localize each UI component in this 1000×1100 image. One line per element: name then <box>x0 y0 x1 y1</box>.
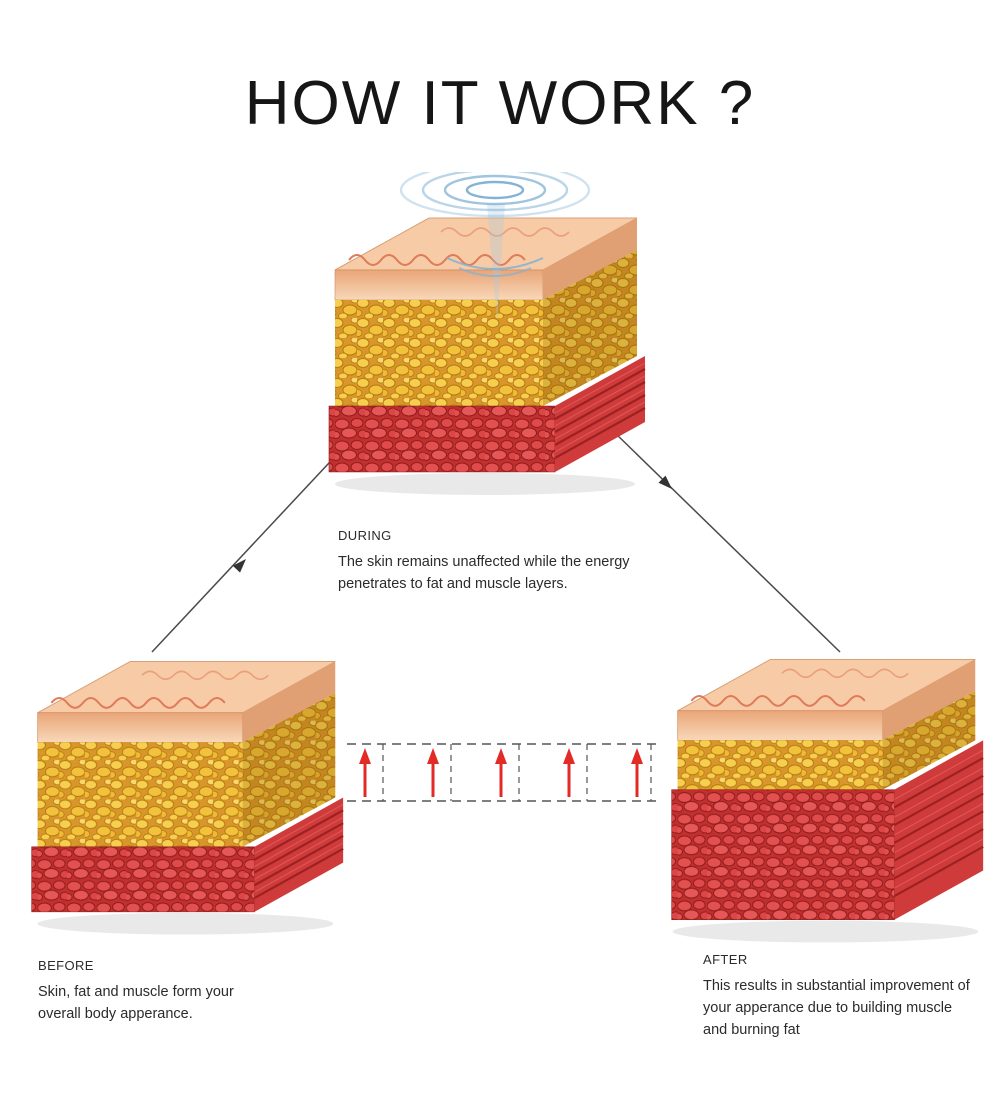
during-caption: DURING The skin remains unaffected while… <box>338 528 638 596</box>
after-caption: AFTER This results in substantial improv… <box>703 952 971 1041</box>
during-label: DURING <box>338 528 392 543</box>
before-label: BEFORE <box>38 958 94 973</box>
dashed-band <box>347 743 657 802</box>
during-description: The skin remains unaffected while the en… <box>338 554 630 592</box>
tissue-block-after <box>648 626 993 951</box>
energy-waves-icon <box>399 172 591 322</box>
after-label: AFTER <box>703 952 748 967</box>
red-up-arrows <box>359 748 643 797</box>
before-caption: BEFORE Skin, fat and muscle form your ov… <box>38 958 270 1026</box>
after-description: This results in substantial improvement … <box>703 978 970 1038</box>
tissue-block-before <box>8 628 353 943</box>
before-description: Skin, fat and muscle form your overall b… <box>38 984 234 1022</box>
tissue-block-during <box>305 172 655 504</box>
page-title: HOW IT WORK ? <box>244 69 756 138</box>
